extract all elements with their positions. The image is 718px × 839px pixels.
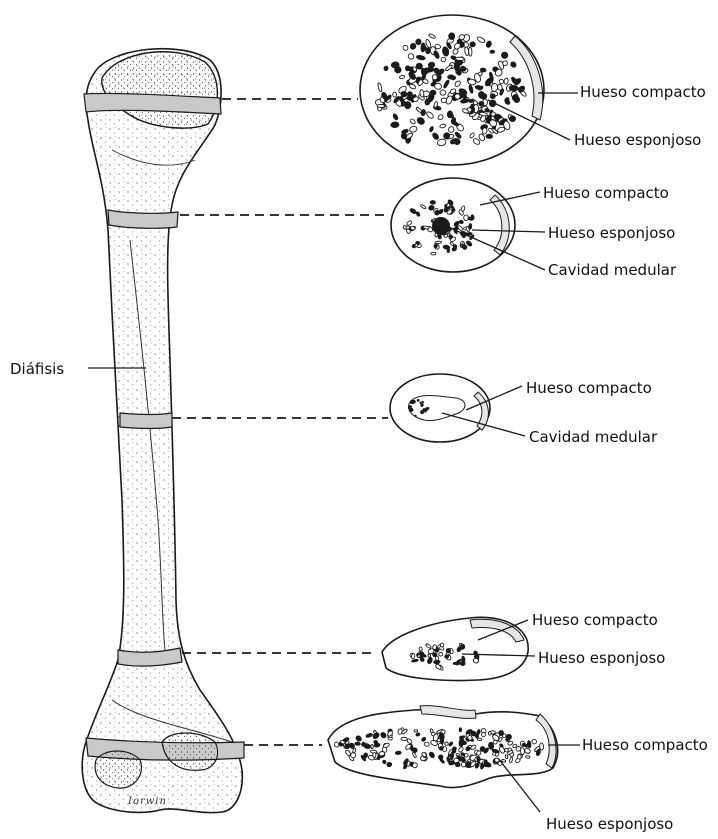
section-band-2 (108, 210, 178, 228)
cross-section-3 (390, 374, 490, 442)
label-s1-hueso-compacto: Hueso compacto (580, 83, 706, 101)
label-s2-cavidad-medular: Cavidad medular (548, 261, 676, 279)
cross-section-2 (391, 178, 515, 272)
cross-section-4 (382, 617, 528, 680)
cross-section-5 (328, 706, 558, 788)
label-diafisis: Diáfisis (10, 360, 64, 378)
label-s1-hueso-esponjoso: Hueso esponjoso (574, 131, 701, 149)
label-s3-cavidad-medular: Cavidad medular (529, 428, 657, 446)
label-s2-hueso-compacto: Hueso compacto (543, 184, 669, 202)
label-s2-hueso-esponjoso: Hueso esponjoso (548, 224, 675, 242)
section-band-1 (84, 93, 221, 114)
section-connectors (172, 99, 390, 745)
humerus-outline (82, 49, 242, 813)
cross-section-1 (360, 15, 544, 165)
label-s4-hueso-esponjoso: Hueso esponjoso (538, 649, 665, 667)
section-band-3 (120, 413, 172, 429)
label-s3-hueso-compacto: Hueso compacto (526, 379, 652, 397)
humerus-bone (82, 49, 244, 813)
label-s4-hueso-compacto: Hueso compacto (532, 611, 658, 629)
label-s5-hueso-esponjoso: Hueso esponjoso (546, 815, 673, 833)
label-s5-hueso-compacto: Hueso compacto (582, 736, 708, 754)
artist-signature: Iorwin (128, 796, 167, 807)
